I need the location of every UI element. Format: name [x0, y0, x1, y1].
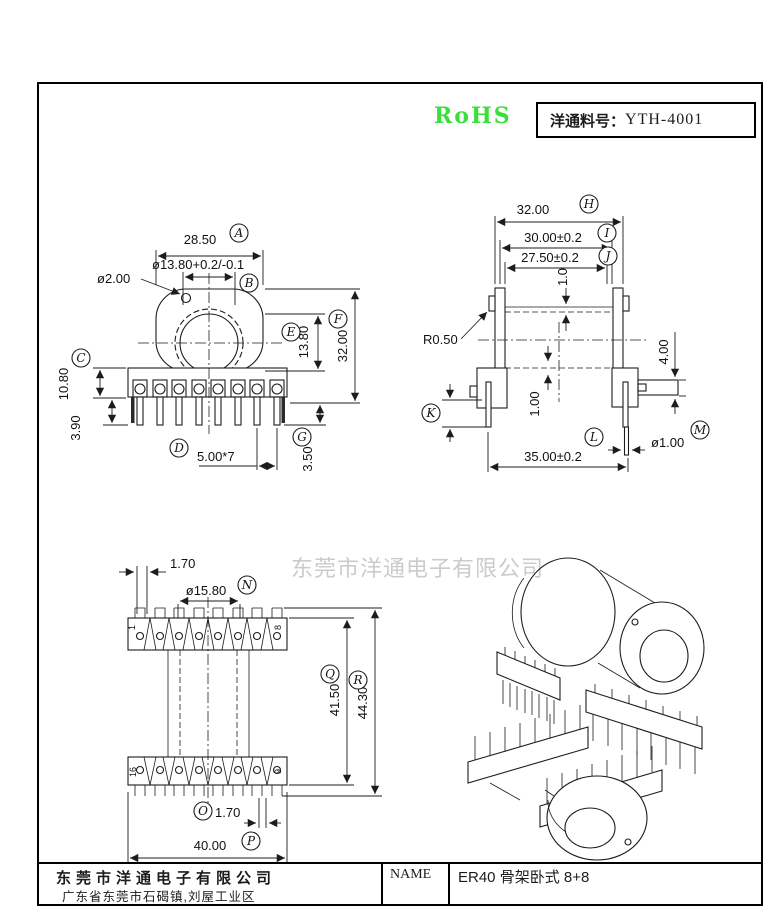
front-pin-row [131, 379, 285, 426]
name-label: NAME [390, 867, 432, 882]
part-number-label: 洋通料号： [550, 112, 626, 130]
title-block-vline-1 [381, 862, 383, 904]
balloon-p: P [241, 831, 261, 851]
svg-text:C: C [76, 351, 85, 365]
balloon-e: E [281, 322, 301, 342]
svg-text:R: R [352, 673, 362, 687]
watermark-text: 东莞市洋通电子有限公司 [291, 556, 545, 581]
side-dim-pin-span: 35.00±0.2 [524, 449, 582, 464]
company-address: 广东省东莞市石碣镇,刘屋工业区 [62, 890, 256, 904]
svg-text:H: H [583, 197, 595, 211]
front-body-outline [127, 288, 288, 398]
part-name: ER40 骨架卧式 8+8 [458, 869, 590, 886]
pin-number-1: 1 [127, 625, 137, 630]
company-name: 东莞市洋通电子有限公司 [56, 870, 277, 887]
svg-text:F: F [333, 312, 343, 326]
pin-number-16: 16 [128, 767, 138, 777]
balloon-f: F [328, 309, 348, 329]
bottom-dim-body-len: 41.50 [327, 684, 342, 717]
bottom-dim-row-span: 40.00 [194, 838, 227, 853]
svg-text:K: K [426, 406, 437, 420]
side-dim-base-step: 4.00 [656, 339, 671, 364]
svg-text:L: L [589, 430, 598, 444]
svg-text:I: I [604, 226, 610, 240]
iso-view-bottom [467, 705, 663, 861]
balloon-a: A [229, 223, 249, 243]
svg-text:G: G [297, 430, 307, 444]
balloon-j: J [598, 246, 618, 266]
iso-bottom-outline [467, 705, 663, 861]
part-number-box: 洋通料号： YTH-4001 [536, 102, 756, 138]
balloon-k: K [421, 403, 441, 423]
balloon-o: O [193, 801, 213, 821]
side-body-outline [469, 287, 679, 456]
rohs-mark: RoHS [434, 103, 512, 129]
bottom-upper-pin-block: 1 8 [127, 607, 288, 651]
front-view: 28.50 A ø13.80+0.2/-0.1 B ø2.00 13.80 E … [56, 223, 360, 472]
pin-number-9: 9 [273, 769, 283, 774]
bottom-dim-pin-w-top: 1.70 [170, 556, 195, 571]
front-dim-bore: ø13.80+0.2/-0.1 [152, 257, 244, 272]
front-dimensions: 28.50 A ø13.80+0.2/-0.1 B ø2.00 13.80 E … [56, 223, 360, 472]
side-centerlines [478, 322, 648, 402]
bottom-view: 1 8 16 9 1.70 ø15.80 [119, 556, 382, 863]
balloon-i: I [597, 223, 617, 243]
front-dim-pin-tip: 3.50 [300, 446, 315, 471]
bottom-dimensions: 1.70 ø15.80 N 41.50 Q 44.30 R O 1.70 [119, 556, 382, 863]
side-dim-pin-dia: ø1.00 [651, 435, 684, 450]
balloon-h: H [579, 194, 599, 214]
side-dim-radius: R0.50 [423, 332, 458, 347]
balloon-q: Q [320, 664, 340, 684]
front-dim-width: 28.50 [184, 232, 217, 247]
balloon-b: B [239, 273, 259, 293]
sheet-border-frame [37, 82, 763, 906]
front-dim-pitch: 5.00*7 [197, 449, 235, 464]
title-block-vline-2 [448, 862, 450, 904]
side-view: 32.00 H 30.00±0.2 I 27.50±0.2 J 1.0 R0.5… [421, 194, 710, 472]
side-dim-tube-wall: 1.00 [527, 391, 542, 416]
side-dim-window-w: 27.50±0.2 [521, 250, 579, 265]
balloon-n: N [237, 575, 257, 595]
side-dim-web: 1.0 [555, 268, 570, 286]
svg-text:E: E [286, 325, 296, 339]
front-dim-hole: ø2.00 [97, 271, 130, 286]
svg-text:Q: Q [325, 667, 335, 681]
side-dim-inner-w: 30.00±0.2 [524, 230, 582, 245]
bottom-dim-total-len: 44.30 [355, 687, 370, 720]
side-dimensions: 32.00 H 30.00±0.2 I 27.50±0.2 J 1.0 R0.5… [421, 194, 710, 472]
title-block-divider [37, 862, 761, 864]
bottom-lower-pin-block: 16 9 [127, 756, 288, 796]
side-dim-flange-w: 32.00 [517, 202, 550, 217]
svg-text:B: B [244, 276, 254, 290]
svg-text:N: N [241, 578, 253, 592]
svg-text:A: A [234, 226, 244, 240]
front-dim-base-h: 10.80 [56, 368, 71, 401]
svg-text:O: O [198, 804, 208, 818]
svg-text:P: P [246, 834, 256, 848]
balloon-r: R [348, 670, 368, 690]
bottom-tube-lines [167, 597, 250, 812]
iso-view-top [496, 557, 705, 774]
front-centerlines [138, 273, 283, 434]
svg-text:D: D [173, 441, 184, 455]
balloon-d: D [169, 438, 189, 458]
balloon-m: M [690, 420, 710, 440]
part-number-value: YTH-4001 [625, 111, 704, 128]
balloon-l: L [584, 427, 604, 447]
front-dim-total-h: 32.00 [335, 330, 350, 363]
balloon-g: G [292, 427, 312, 447]
front-dim-pin-len: 3.90 [68, 415, 83, 440]
iso-top-outline [496, 557, 705, 774]
svg-text:M: M [693, 423, 707, 437]
pin-number-8: 8 [273, 625, 283, 630]
balloon-c: C [71, 348, 91, 368]
bottom-dim-pin-w-bot: 1.70 [215, 805, 240, 820]
bottom-dim-tube-dia: ø15.80 [186, 583, 226, 598]
svg-text:J: J [603, 249, 612, 263]
